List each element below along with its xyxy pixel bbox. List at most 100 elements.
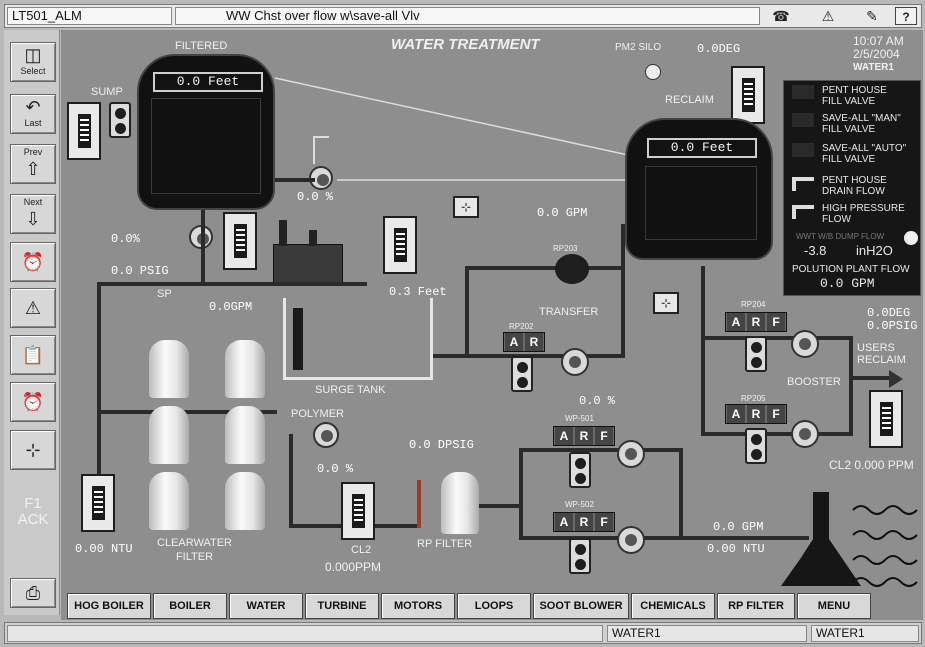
- acknowledge-icon[interactable]: ✎: [866, 8, 878, 24]
- cl2-controller-right[interactable]: [869, 390, 903, 448]
- valve-actuator-icon: [313, 136, 329, 164]
- alarm-bell-icon[interactable]: ☎: [772, 8, 790, 24]
- polymer-pct-value: 0.0 %: [317, 462, 354, 476]
- right-deg-value: 0.0DEG: [867, 306, 911, 320]
- run-button[interactable]: R: [747, 405, 765, 423]
- trend-icon[interactable]: ⊹: [653, 292, 679, 314]
- forward-button[interactable]: F: [595, 513, 613, 531]
- sump-controller[interactable]: [67, 102, 101, 160]
- clearwater-filter-cell[interactable]: [149, 340, 189, 398]
- clock-time: 10:07 AM: [853, 34, 904, 48]
- alarm-clock-button[interactable]: ⏰: [10, 242, 56, 282]
- warning-button[interactable]: ⚠: [10, 288, 56, 328]
- next-button[interactable]: Next⇩: [10, 194, 56, 234]
- legend-item: SAVE-ALL "AUTO" FILL VALVE: [822, 143, 907, 165]
- trend-button[interactable]: ⊹: [10, 430, 56, 470]
- clearwater-filter-cell[interactable]: [225, 406, 265, 464]
- tab-menu[interactable]: MENU: [797, 593, 871, 619]
- stack-icon: [279, 220, 287, 246]
- polymer-pump[interactable]: [313, 422, 339, 448]
- forward-button[interactable]: F: [767, 405, 785, 423]
- tab-chemicals[interactable]: CHEMICALS: [631, 593, 715, 619]
- silo-gauge-icon: [645, 64, 661, 80]
- cl2-controller[interactable]: [341, 482, 375, 540]
- silo-deg-value: 0.0DEG: [697, 42, 741, 56]
- back-arrow-icon: ↶: [25, 97, 41, 117]
- transfer-label: TRANSFER: [539, 306, 599, 318]
- f1-ack-label[interactable]: F1 ACK: [17, 495, 49, 528]
- clearwater-filter-cell[interactable]: [225, 472, 265, 530]
- help-icon[interactable]: ?: [895, 7, 917, 25]
- cl2-ppm-value: 0.000PPM: [325, 560, 382, 574]
- tab-turbine[interactable]: TURBINE: [305, 593, 379, 619]
- clearwater-filter-cell[interactable]: [225, 340, 265, 398]
- tab-rp-filter[interactable]: RP FILTER: [717, 593, 795, 619]
- rp204-pump[interactable]: [791, 330, 819, 358]
- auto-button[interactable]: A: [505, 333, 523, 351]
- auto-button[interactable]: A: [727, 313, 745, 331]
- legend-item: PENT HOUSE FILL VALVE: [822, 85, 887, 107]
- tab-soot-blower[interactable]: SOOT BLOWER: [533, 593, 629, 619]
- rp202-pump[interactable]: [561, 348, 589, 376]
- rp203-pump[interactable]: [555, 254, 589, 284]
- alarm-summary-button[interactable]: ⏰: [10, 382, 56, 422]
- wp502-status-light: [569, 538, 591, 574]
- wp501-pump[interactable]: [617, 440, 645, 468]
- select-button[interactable]: ◫Select: [10, 42, 56, 82]
- filtered-level-bar: [151, 98, 261, 194]
- point-name-field[interactable]: LT501_ALM: [7, 7, 172, 25]
- prev-button[interactable]: Prev⇧: [10, 144, 56, 184]
- auto-button[interactable]: A: [727, 405, 745, 423]
- warning-icon[interactable]: ⚠: [821, 8, 835, 24]
- auto-button[interactable]: A: [555, 513, 573, 531]
- filter-flow-controller[interactable]: [223, 212, 257, 270]
- rp-filter-vessel[interactable]: [441, 472, 479, 534]
- up-arrow-icon: ⇧: [25, 159, 41, 179]
- clipboard-button[interactable]: 📋: [10, 335, 56, 375]
- clearwater-filter-cell[interactable]: [149, 472, 189, 530]
- reclaim-controller[interactable]: [731, 66, 765, 124]
- last-button[interactable]: ↶Last: [10, 94, 56, 134]
- surge-controller[interactable]: [383, 216, 417, 274]
- alarm-message-field[interactable]: WW Chst over flow w\save-all Vlv: [175, 7, 760, 25]
- rp205-pump[interactable]: [791, 420, 819, 448]
- wwt-dump-flow-label: WWT W/B DUMP FLOW: [796, 232, 885, 241]
- forward-button[interactable]: F: [767, 313, 785, 331]
- run-button[interactable]: R: [575, 427, 593, 445]
- wp501-status-light: [569, 452, 591, 488]
- run-button[interactable]: R: [747, 313, 765, 331]
- run-button[interactable]: R: [525, 333, 543, 351]
- ntu-controller[interactable]: [81, 474, 115, 532]
- valve-indicator-icon: [792, 143, 814, 157]
- wp502-pump[interactable]: [617, 526, 645, 554]
- surge-tank[interactable]: [283, 298, 433, 380]
- left-psig-value: 0.0 PSIG: [111, 264, 169, 278]
- tab-boiler[interactable]: BOILER: [153, 593, 227, 619]
- run-button[interactable]: R: [575, 513, 593, 531]
- node-name: WATER1: [853, 62, 894, 73]
- cl2-label: CL2: [351, 544, 372, 556]
- booster-label: BOOSTER: [787, 376, 841, 388]
- legend-panel: PENT HOUSE FILL VALVE SAVE-ALL "MAN" FIL…: [783, 80, 921, 296]
- print-button[interactable]: ⎙: [10, 578, 56, 608]
- tab-water[interactable]: WATER: [229, 593, 303, 619]
- tab-loops[interactable]: LOOPS: [457, 593, 531, 619]
- printer-icon: ⎙: [25, 583, 41, 603]
- rp202-status-light: [511, 356, 533, 392]
- clearwater-filter-cell[interactable]: [149, 406, 189, 464]
- tab-motors[interactable]: MOTORS: [381, 593, 455, 619]
- tab-hog-boiler[interactable]: HOG BOILER: [67, 593, 151, 619]
- rp202-label: RP202: [509, 322, 534, 331]
- trend-icon[interactable]: ⊹: [453, 196, 479, 218]
- forward-button[interactable]: F: [595, 427, 613, 445]
- pipe: [849, 336, 853, 436]
- rp203-label: RP203: [553, 244, 578, 253]
- auto-button[interactable]: A: [555, 427, 573, 445]
- chemical-plant-icon[interactable]: [273, 244, 343, 286]
